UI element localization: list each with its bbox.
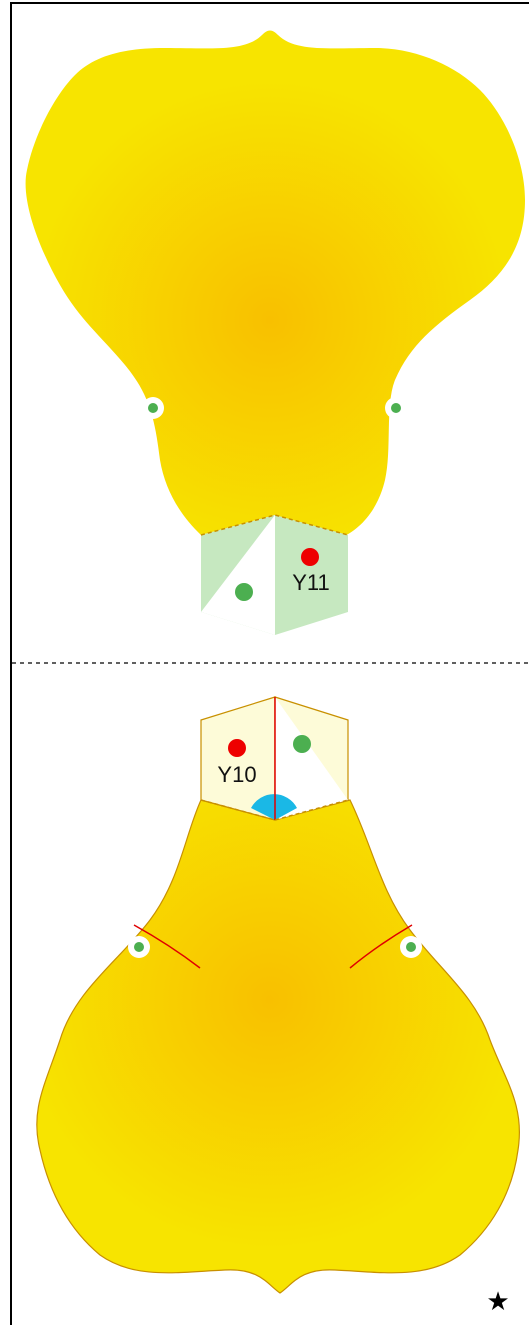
bottom-red-dot bbox=[228, 739, 246, 757]
top-tab: Y11 bbox=[200, 514, 349, 635]
top-tab-right bbox=[275, 515, 348, 635]
bottom-tab-white-triangle bbox=[275, 697, 348, 820]
top-fold-line bbox=[200, 514, 349, 536]
bottom-pin-right-dot bbox=[406, 942, 416, 952]
bottom-tab-label: Y10 bbox=[217, 762, 256, 787]
top-tab-label: Y11 bbox=[292, 570, 330, 595]
top-tab-white-triangle bbox=[201, 515, 275, 635]
top-piece: Y11 bbox=[25, 30, 525, 635]
top-green-dot bbox=[235, 583, 253, 601]
corner-star-mark: ★ bbox=[486, 1287, 509, 1317]
bottom-cut-right bbox=[349, 924, 413, 969]
bottom-petal bbox=[36, 799, 520, 1294]
bottom-piece: Y10 bbox=[36, 696, 520, 1294]
top-pin-left-dot bbox=[148, 403, 158, 413]
top-pin-right-dot bbox=[391, 403, 401, 413]
top-red-dot bbox=[301, 548, 319, 566]
bottom-tab: Y10 bbox=[200, 696, 349, 821]
top-petal bbox=[25, 30, 525, 538]
bottom-pin-left-dot bbox=[134, 942, 144, 952]
bottom-green-dot bbox=[293, 735, 311, 753]
sheet-border bbox=[10, 2, 529, 1325]
bottom-cut-left bbox=[133, 924, 201, 969]
bottom-cyan-wedge bbox=[251, 794, 297, 820]
bottom-fold-line bbox=[200, 799, 349, 821]
